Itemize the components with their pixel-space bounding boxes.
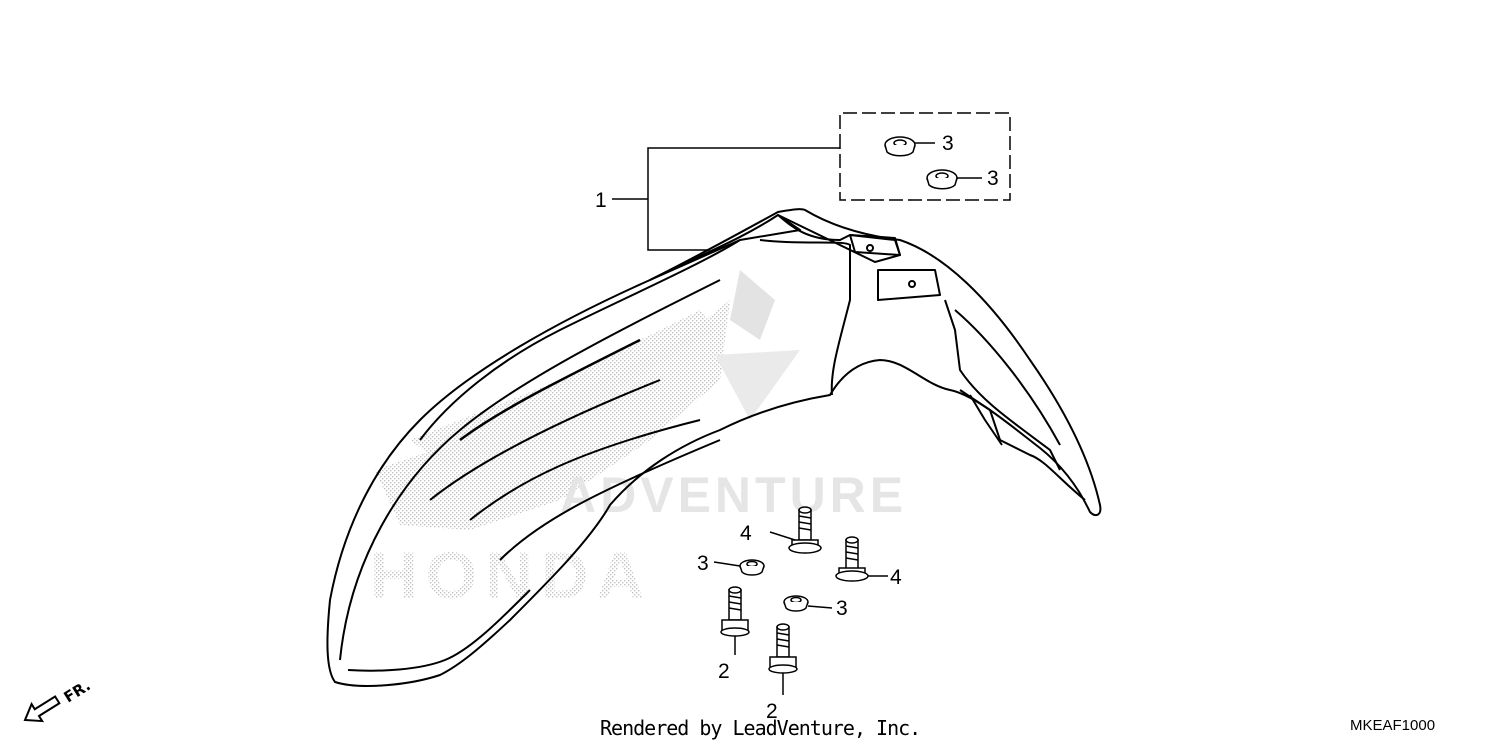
collar-bolt-b	[835, 536, 888, 582]
kit-box	[839, 112, 1011, 201]
fender-callout	[612, 147, 840, 251]
diagram-code: MKEAF1000	[1350, 717, 1436, 734]
front-direction-arrow-icon	[23, 695, 61, 723]
watermark-brand: HONDA	[370, 538, 652, 612]
watermark-logo: HONDA ADVENTURE	[370, 270, 907, 612]
collar-bolt-a	[769, 506, 822, 554]
render-credit: Rendered by LeadVenture, Inc.	[600, 716, 921, 740]
watermark-text: ADVENTURE	[560, 467, 907, 523]
callout-collar-bolt-a: 4	[740, 522, 752, 545]
callout-washer-top-b: 3	[987, 167, 999, 190]
callout-washer-left: 3	[697, 552, 709, 575]
direction-label: FR.	[61, 676, 94, 706]
callout-washer-top-a: 3	[942, 132, 954, 155]
callout-washer-right: 3	[836, 597, 848, 620]
callout-collar-bolt-b: 4	[890, 566, 902, 589]
callout-fender: 1	[595, 189, 607, 212]
washer-top-a	[884, 136, 935, 157]
bolt-b	[768, 623, 798, 695]
callout-bolt-b: 2	[766, 700, 778, 723]
callout-bolt-a: 2	[718, 660, 730, 683]
front-fender	[326, 208, 1102, 687]
washer-top-b	[926, 169, 982, 190]
washer-right	[783, 595, 833, 612]
bolt-a	[720, 586, 750, 655]
washer-left	[713, 559, 765, 576]
